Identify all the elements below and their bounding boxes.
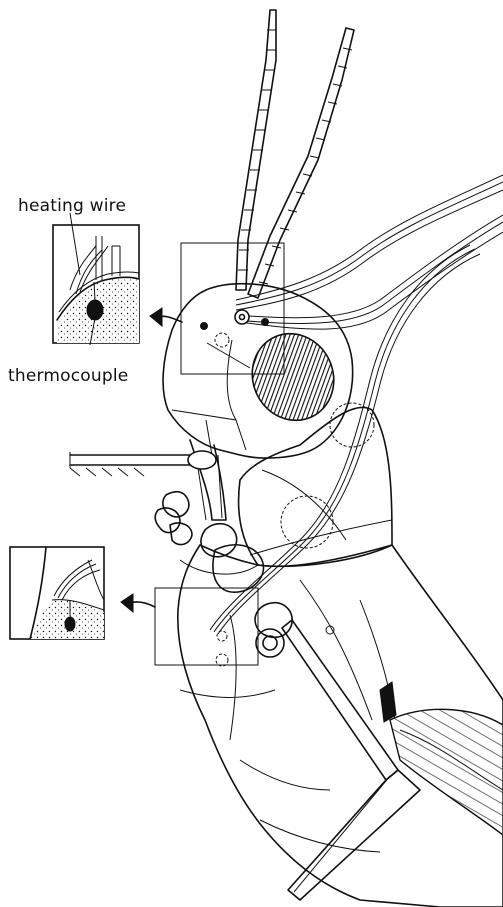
- head-inset: [53, 225, 139, 343]
- heating-wire-label: heating wire: [18, 196, 126, 216]
- wing: [390, 709, 503, 835]
- arrow-icon-2: [121, 594, 155, 612]
- lower-wire-bundle: [210, 245, 480, 634]
- arrow-icon: [150, 308, 182, 326]
- left-antenna: [236, 10, 276, 290]
- thorax-inset: [10, 547, 104, 639]
- head: [155, 284, 352, 557]
- ocellus: [201, 323, 208, 330]
- head-probe: [70, 451, 216, 476]
- pronotum: [239, 403, 392, 566]
- thermocouple-label: thermocouple: [8, 366, 128, 386]
